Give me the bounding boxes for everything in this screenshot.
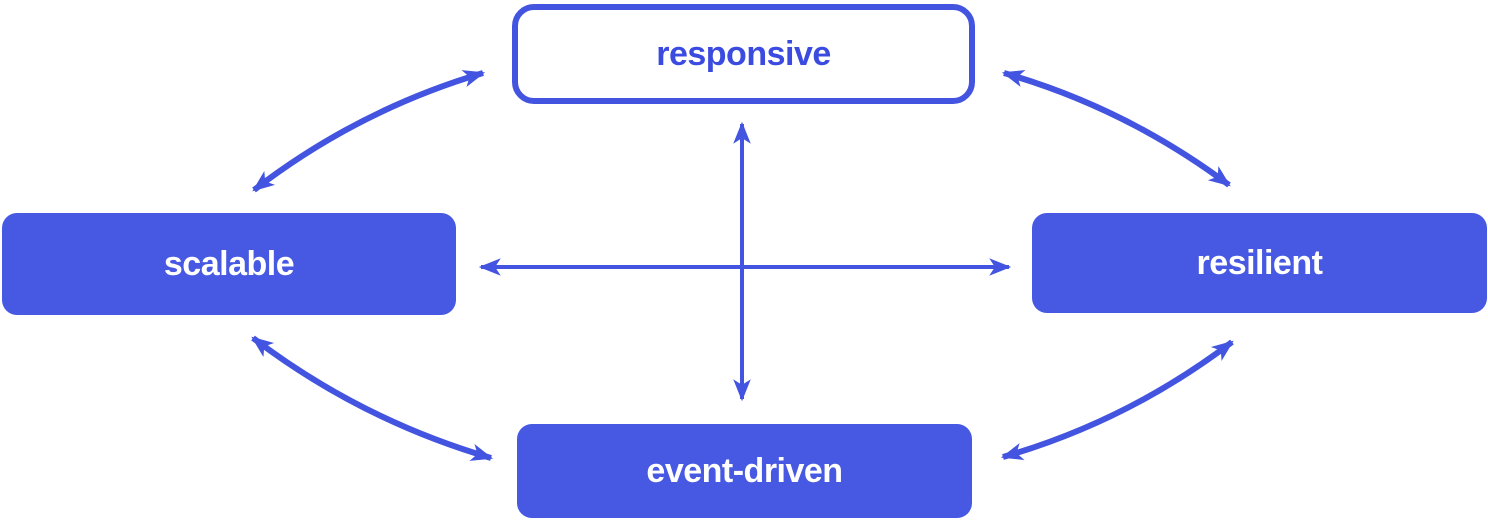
node-scalable-label: scalable	[163, 244, 295, 283]
edge-responsive-resilient-arrow	[1001, 70, 1231, 188]
node-resilient: resilient	[1032, 213, 1487, 313]
edge-responsive-scalable-arrow	[252, 70, 486, 193]
node-resilient-label: resilient	[1196, 243, 1323, 282]
node-responsive: responsive	[512, 4, 975, 104]
edge-resilient-event-driven-arrow	[1000, 339, 1234, 460]
node-event-driven: event-driven	[517, 424, 972, 518]
node-event-driven-label: event-driven	[646, 451, 843, 490]
node-responsive-label: responsive	[656, 34, 831, 73]
edge-scalable-event-driven-arrow	[251, 335, 494, 461]
node-scalable: scalable	[2, 213, 456, 315]
